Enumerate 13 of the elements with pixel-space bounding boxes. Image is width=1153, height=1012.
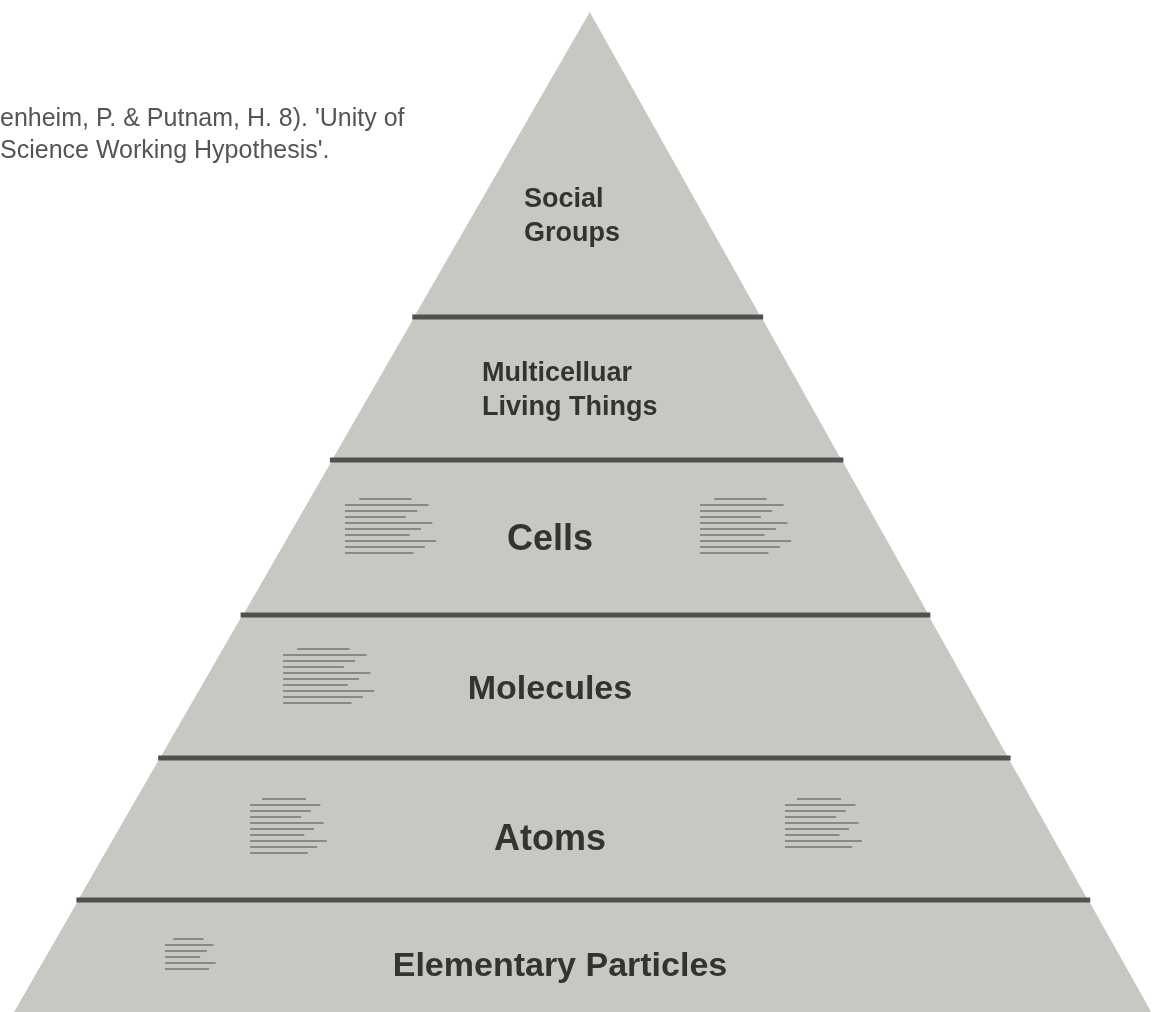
pyramid-level	[414, 12, 762, 317]
citation-note: enheim, P. & Putnam, H. 8). 'Unity of Science Working Hypothesis'.	[0, 102, 406, 165]
pyramid-level	[78, 758, 1089, 900]
level-label: Atoms	[492, 816, 607, 860]
pyramid-level	[331, 317, 842, 460]
level-label: Elementary Particles	[391, 944, 729, 985]
level-label: Social Groups	[524, 182, 621, 249]
pyramid-level	[242, 460, 929, 615]
pyramid-level	[160, 615, 1009, 758]
level-label: Multicelluar Living Things	[482, 356, 659, 423]
level-label: Cells	[505, 516, 594, 560]
level-label: Molecules	[466, 667, 634, 708]
pyramid-level	[13, 900, 1152, 1012]
